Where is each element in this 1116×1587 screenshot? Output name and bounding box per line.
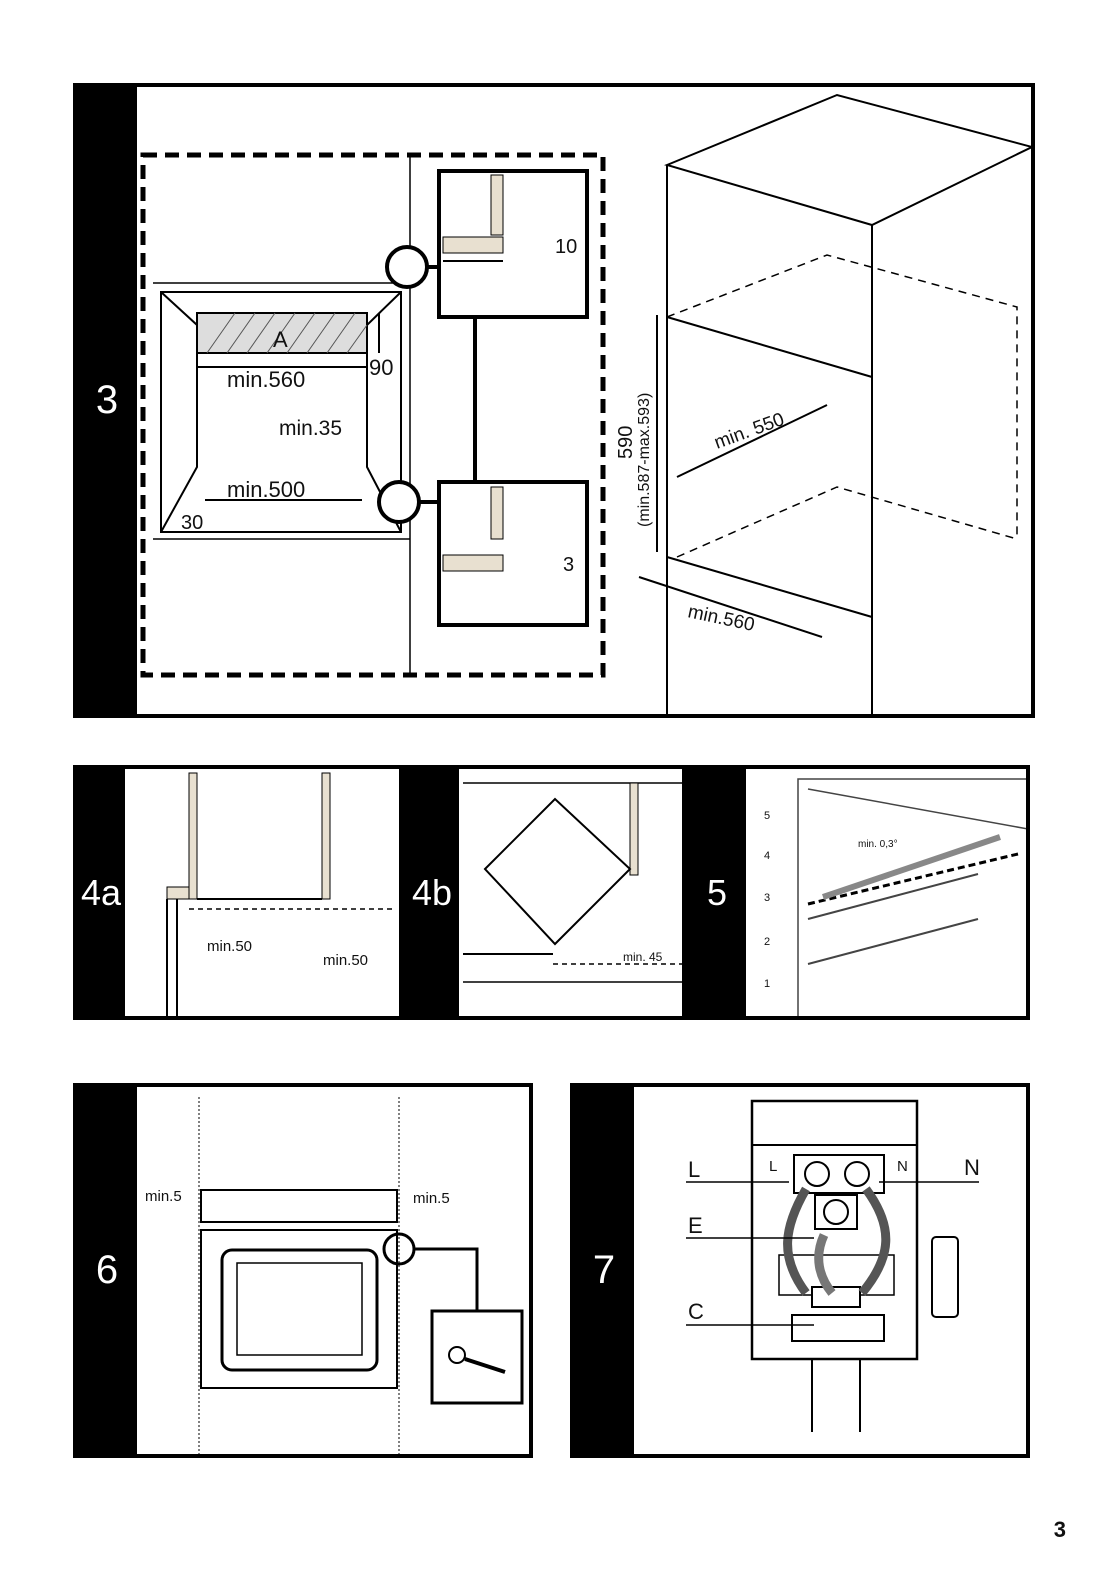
- figure-7-drawing: L L N N E C: [574, 1087, 1030, 1458]
- figure-4a-drawing: min.50 min.50: [77, 769, 403, 1020]
- figure-6-panel: 6 min.5 min.5: [73, 1083, 533, 1458]
- dim-range: (min.587-max.593): [636, 393, 653, 527]
- label-l-inner: L: [769, 1158, 777, 1175]
- figure-3-drawing: A min.560 90 min.35 min.500 30 10 3: [77, 87, 1035, 718]
- label-c: C: [688, 1299, 704, 1324]
- dim-5: min. 0,3°: [858, 839, 898, 850]
- figure-4b-panel: 4b min. 45: [401, 765, 686, 1020]
- dim-min550: min. 550: [712, 409, 788, 454]
- level-5: 5: [764, 810, 770, 822]
- dim-6-right: min.5: [413, 1190, 450, 1207]
- figure-6-drawing: min.5 min.5: [77, 1087, 533, 1458]
- dim-30: 30: [181, 512, 203, 534]
- label-e: E: [688, 1213, 703, 1238]
- figure-5-drawing: 5 4 3 2 1 min. 0,3°: [688, 769, 1030, 1020]
- label-n-outer: N: [964, 1155, 980, 1180]
- dim-6-left: min.5: [145, 1188, 182, 1205]
- level-2: 2: [764, 936, 770, 948]
- dim-4b: min. 45: [623, 950, 663, 964]
- figure-4b-drawing: min. 45: [405, 769, 686, 1020]
- dim-4a-right: min.50: [323, 952, 368, 969]
- page-number: 3: [1054, 1517, 1066, 1543]
- label-l-outer: L: [688, 1157, 700, 1182]
- dim-min560: min.560: [227, 367, 305, 392]
- label-n-inner: N: [897, 1158, 908, 1175]
- figure-7-panel: 7 L L N N E C: [570, 1083, 1030, 1458]
- figure-4a-panel: 4a min.50 min.50: [73, 765, 403, 1020]
- dim-min35: min.35: [279, 417, 342, 440]
- dim-10: 10: [555, 236, 577, 258]
- dim-4a-left: min.50: [207, 938, 252, 955]
- dim-min500: min.500: [227, 477, 305, 502]
- level-1: 1: [764, 978, 770, 990]
- figure-5-panel: 5 5 4 3 2 1 min. 0,3°: [684, 765, 1030, 1020]
- dim-min560-bottom: min.560: [686, 601, 756, 636]
- dim-3: 3: [563, 554, 574, 576]
- level-3: 3: [764, 892, 770, 904]
- level-4: 4: [764, 850, 770, 862]
- label-a: A: [273, 327, 288, 352]
- dim-90: 90: [369, 355, 393, 380]
- dim-590: 590: [615, 426, 637, 459]
- figure-3-panel: 3 A min.560 90 min.35 min.500 30: [73, 83, 1035, 718]
